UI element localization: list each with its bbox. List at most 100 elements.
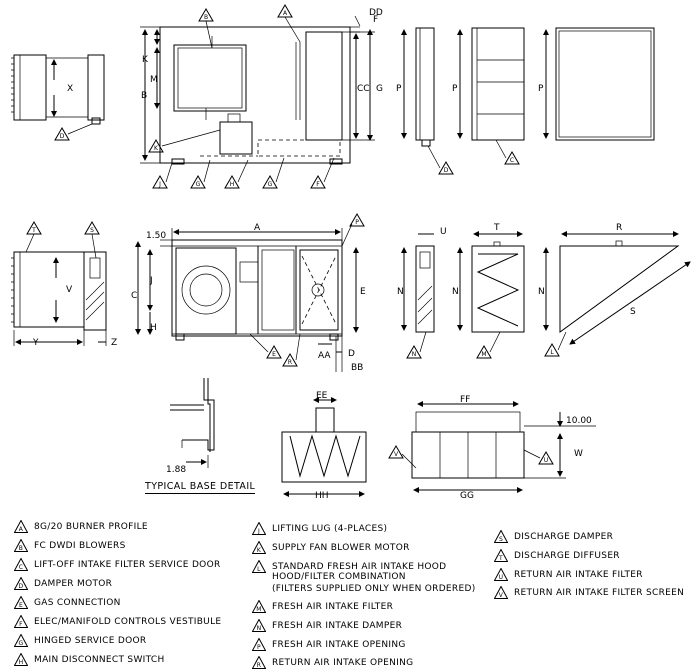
svg-text:L: L <box>550 349 554 356</box>
dim-p-1: P <box>396 84 402 94</box>
callout-s: S <box>84 221 100 259</box>
svg-text:J: J <box>158 181 161 188</box>
dim-c: C <box>131 291 137 301</box>
dim-ee: EE <box>316 391 328 401</box>
legend-label: FRESH AIR INTAKE OPENING <box>272 640 406 650</box>
callout-j-top: J <box>152 162 173 189</box>
dim-ff: FF <box>460 395 470 405</box>
svg-text:N: N <box>257 625 262 632</box>
dim-cc: CC <box>357 84 370 94</box>
legend-item-h: H MAIN DISCONNECT SWITCH <box>14 653 165 666</box>
base-detail <box>170 378 215 468</box>
triangle-icon: T <box>494 549 508 562</box>
legend-label: DAMPER MOTOR <box>34 579 113 589</box>
callout-c: C <box>495 139 520 165</box>
legend-item-k: K SUPPLY FAN BLOWER MOTOR <box>252 541 410 554</box>
svg-text:F: F <box>316 181 320 188</box>
svg-text:F: F <box>19 621 23 628</box>
callout-d-top: D <box>427 145 454 175</box>
callout-l: L <box>544 331 567 357</box>
callout-tags: B A D K J G H G F D C T S P E R N M L V … <box>25 4 567 469</box>
triangle-icon: S <box>494 530 508 543</box>
legend-label: LIFT-OFF INTAKE FILTER SERVICE DOOR <box>34 560 221 570</box>
dim-150: 1.50 <box>146 231 166 241</box>
dim-j: J <box>149 276 153 286</box>
svg-text:H: H <box>19 659 24 666</box>
opening-panel-view <box>543 27 655 141</box>
legend-item-l-line2: HOOD/FILTER COMBINATION <box>272 572 406 582</box>
callout-k: K <box>148 129 221 153</box>
svg-text:J: J <box>257 528 260 535</box>
dim-gg: GG <box>460 491 474 501</box>
callout-t: T <box>25 221 42 253</box>
dim-h: H <box>150 323 157 333</box>
end-view <box>11 251 107 346</box>
callout-h-top: H <box>224 159 249 189</box>
svg-text:H: H <box>230 181 235 188</box>
triangle-icon: H <box>14 653 28 666</box>
svg-text:K: K <box>257 547 262 554</box>
legend-item-e: E GAS CONNECTION <box>14 596 121 609</box>
side-elevation-view <box>140 15 375 165</box>
dim-z: Z <box>111 338 117 348</box>
svg-text:V: V <box>499 592 504 599</box>
return-intake-box <box>411 401 596 493</box>
svg-text:B: B <box>19 545 23 552</box>
triangle-icon: C <box>14 558 28 571</box>
svg-text:M: M <box>256 606 261 613</box>
legend-item-d: D DAMPER MOTOR <box>14 577 112 590</box>
triangle-icon: U <box>494 568 508 581</box>
callout-v: V <box>388 445 417 469</box>
svg-text:N: N <box>412 351 417 358</box>
dim-aa: AA <box>318 351 331 361</box>
triangle-icon: N <box>252 619 266 632</box>
callout-g-1: G <box>190 159 211 189</box>
triangle-icon: E <box>14 596 28 609</box>
dim-b: B <box>141 91 147 101</box>
svg-text:V: V <box>394 451 399 458</box>
svg-text:C: C <box>19 564 24 571</box>
legend-label: SUPPLY FAN BLOWER MOTOR <box>272 543 410 553</box>
damper-side-view <box>401 233 435 333</box>
legend-label: GAS CONNECTION <box>34 598 121 608</box>
dim-g: G <box>376 84 383 94</box>
svg-text:S: S <box>90 227 94 234</box>
dim-k: K <box>142 55 149 65</box>
dim-188: 1.88 <box>166 465 186 475</box>
svg-text:E: E <box>19 602 23 609</box>
svg-text:B: B <box>204 14 208 21</box>
legend-label: MAIN DISCONNECT SWITCH <box>34 655 165 665</box>
svg-text:T: T <box>498 555 503 562</box>
dim-d: D <box>348 349 355 359</box>
svg-text:G: G <box>268 181 273 188</box>
svg-text:R: R <box>257 662 261 669</box>
triangle-icon: A <box>14 520 28 533</box>
dim-f-top: F <box>373 15 378 25</box>
triangle-icon: P <box>252 638 266 651</box>
dim-n-2: N <box>452 287 459 297</box>
svg-text:M: M <box>481 351 486 358</box>
callout-m: M <box>476 331 501 359</box>
svg-text:L: L <box>257 566 261 573</box>
svg-text:D: D <box>60 133 65 140</box>
svg-text:T: T <box>31 227 36 234</box>
callout-r: R <box>282 333 301 367</box>
damper-panel-view <box>401 27 435 147</box>
dim-v: V <box>66 285 73 295</box>
callout-e: E <box>249 333 282 359</box>
svg-text:D: D <box>19 583 24 590</box>
plan-view <box>135 228 359 372</box>
callout-d-left: D <box>54 123 93 141</box>
legend-label: RETURN AIR INTAKE FILTER <box>514 570 643 580</box>
filter-side-view <box>457 231 525 333</box>
